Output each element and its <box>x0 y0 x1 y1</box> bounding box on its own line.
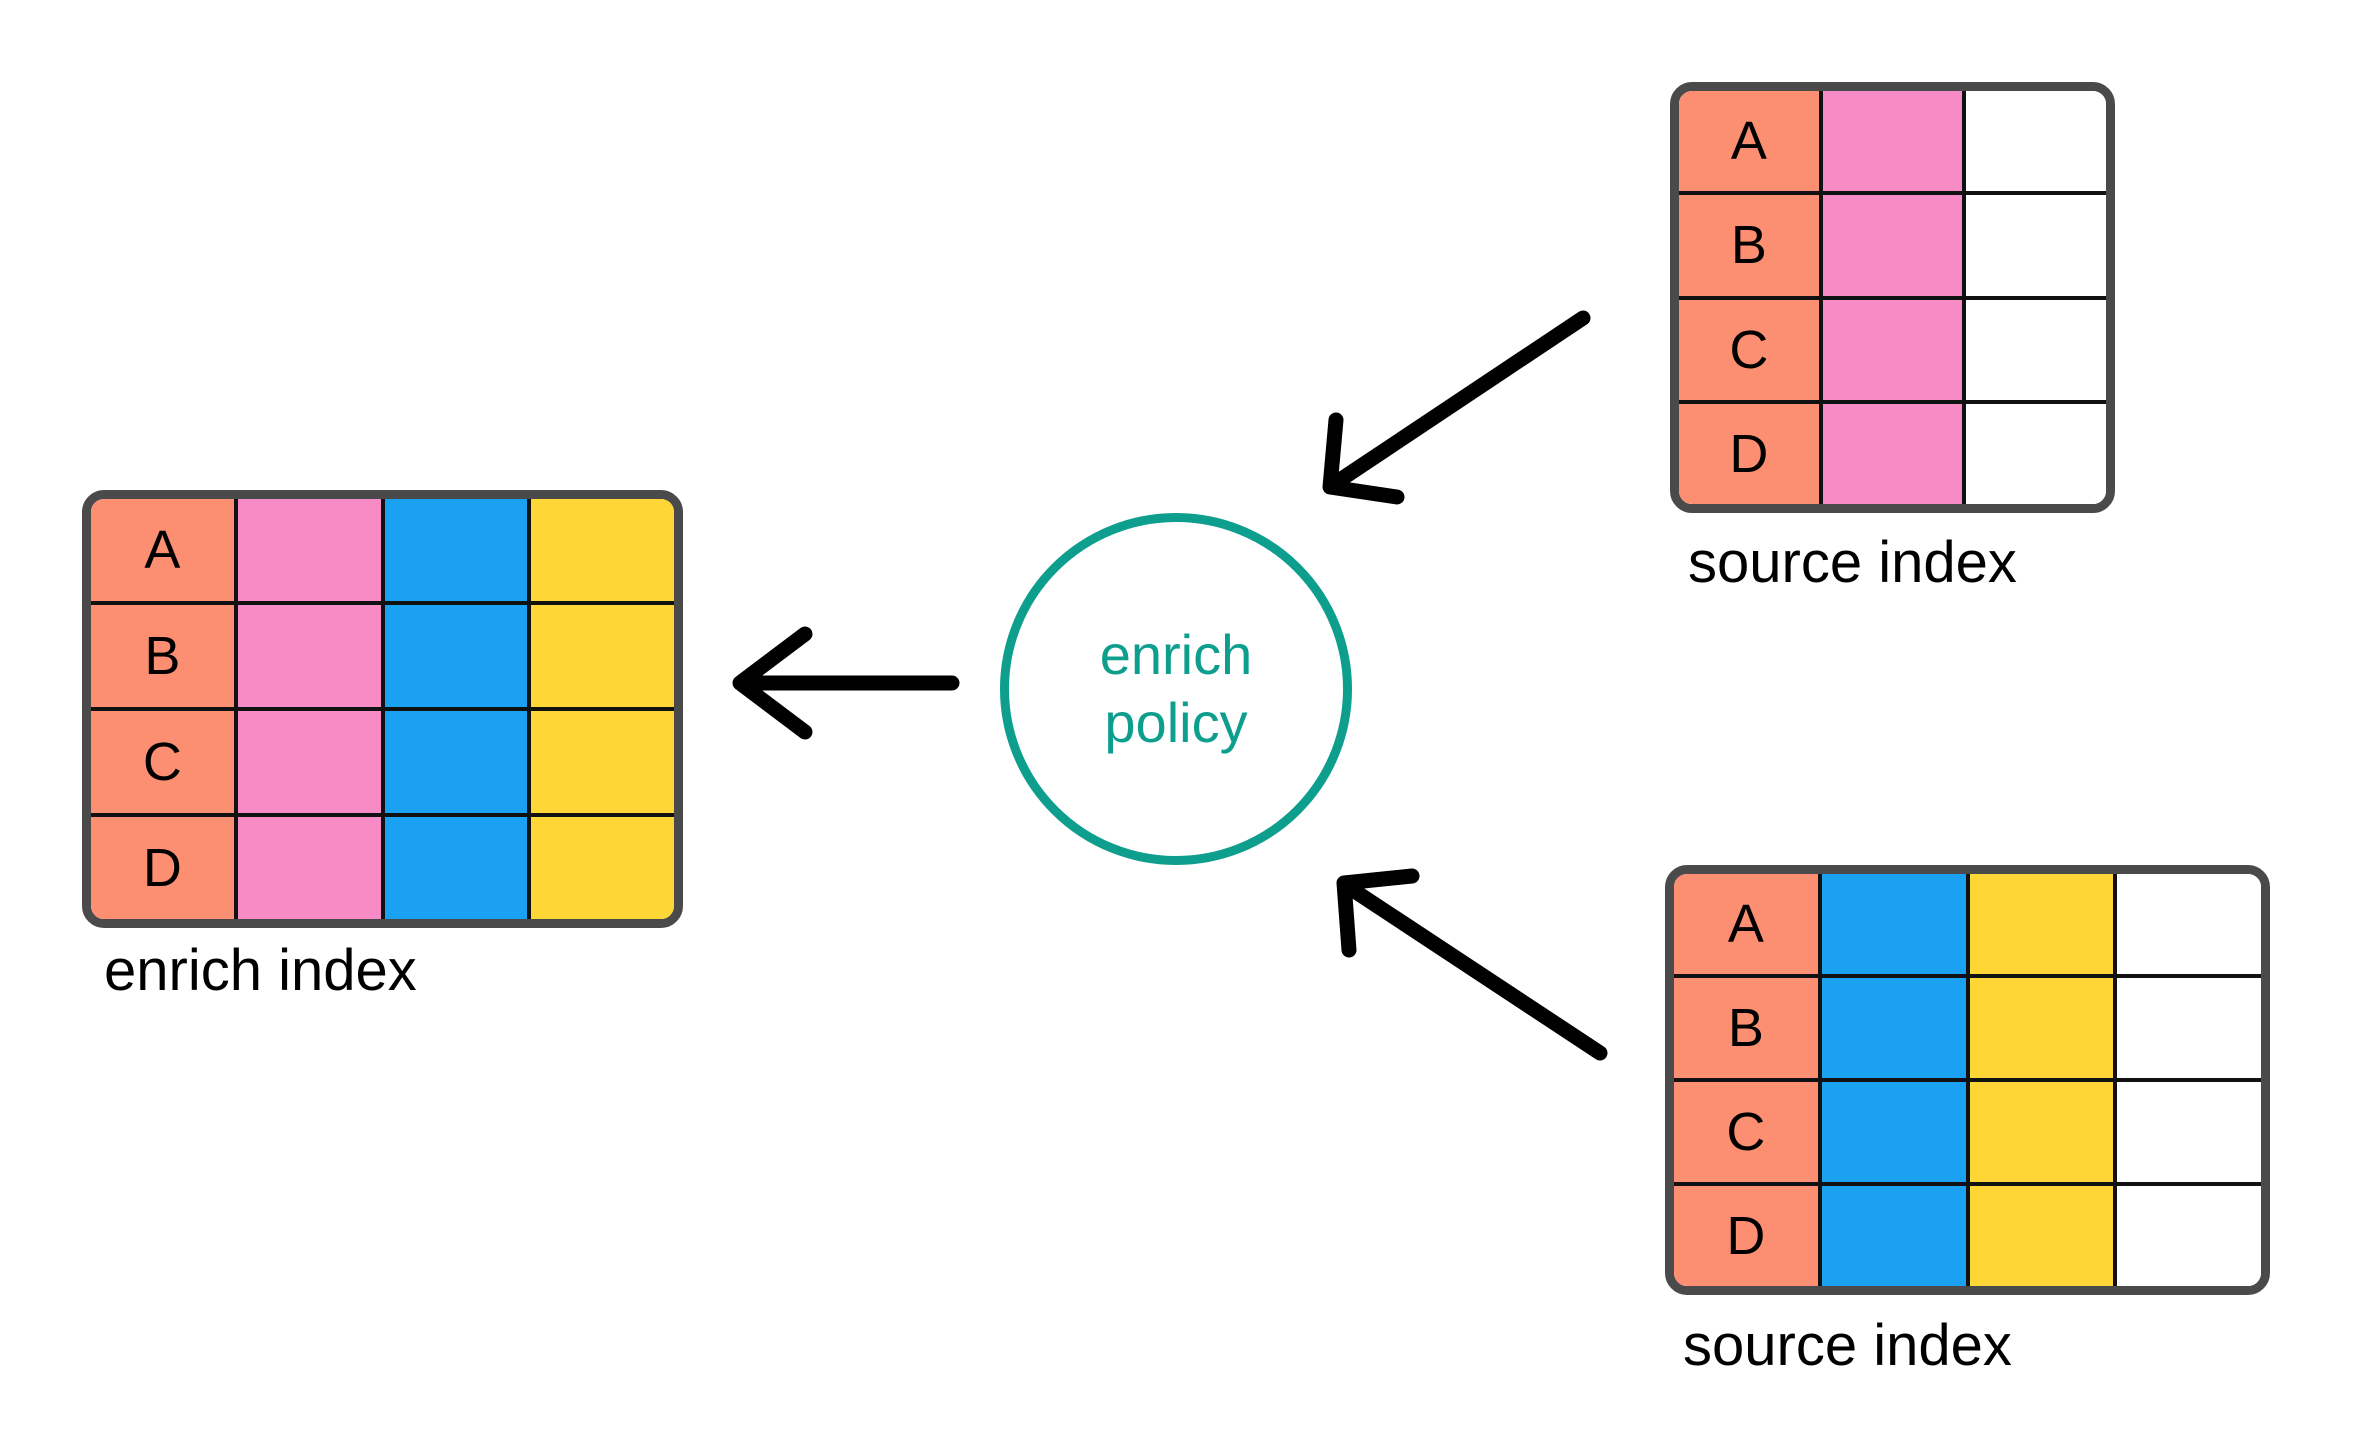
table-row: A <box>1674 874 2261 978</box>
enrich-policy-label: enrich policy <box>1099 622 1253 754</box>
table-cell-value <box>1966 91 2106 192</box>
table-cell-value <box>1969 874 2118 974</box>
table-cell-value <box>384 711 532 813</box>
source-index-top-caption: source index <box>1688 530 2017 595</box>
table-row: A <box>1679 91 2106 196</box>
table-cell-value <box>1822 195 1967 296</box>
arrow-top-source-to-policy <box>1322 310 1591 505</box>
table-cell-value <box>1969 1186 2118 1286</box>
table-cell-key: A <box>1679 91 1823 192</box>
table-cell-value <box>1966 195 2106 296</box>
table-cell-value <box>1966 403 2106 504</box>
table-row: D <box>1679 403 2106 504</box>
table-cell-value <box>1822 91 1967 192</box>
table-row: B <box>91 605 674 711</box>
table-cell-value <box>2117 1082 2261 1182</box>
table-cell-key: A <box>91 499 238 601</box>
enrich-index-caption: enrich index <box>104 938 417 1003</box>
source-index-bottom-caption: source index <box>1683 1313 2012 1378</box>
table-cell-key: A <box>1674 874 1822 974</box>
table-row: B <box>1674 978 2261 1082</box>
table-cell-key: B <box>1674 978 1822 1078</box>
table-cell-value <box>1821 1082 1970 1182</box>
table-cell-value <box>237 499 385 601</box>
table-cell-value <box>1821 1186 1970 1286</box>
table-cell-value <box>1969 978 2118 1078</box>
table-cell-value <box>2117 874 2261 974</box>
table-cell-value <box>1969 1082 2118 1182</box>
table-cell-key: C <box>1674 1082 1822 1182</box>
table-cell-value <box>2117 1186 2261 1286</box>
table-cell-value <box>237 605 385 707</box>
table-cell-key: D <box>1679 403 1823 504</box>
table-row: A <box>91 499 674 605</box>
table-cell-key: D <box>91 817 238 919</box>
table-cell-key: B <box>1679 195 1823 296</box>
table-cell-value <box>1822 299 1967 400</box>
enrich-policy-node[interactable]: enrich policy <box>1000 513 1352 865</box>
table-cell-value <box>384 499 532 601</box>
table-cell-key: B <box>91 605 238 707</box>
table-cell-value <box>1822 403 1967 504</box>
table-cell-key: D <box>1674 1186 1822 1286</box>
table-cell-key: C <box>91 711 238 813</box>
table-cell-value <box>531 711 674 813</box>
table-cell-value <box>531 499 674 601</box>
table-cell-value <box>237 817 385 919</box>
table-row: D <box>1674 1186 2261 1286</box>
arrow-bottom-source-to-policy <box>1336 868 1608 1061</box>
table-cell-value <box>384 605 532 707</box>
table-cell-value <box>2117 978 2261 1078</box>
table-cell-value <box>1821 874 1970 974</box>
table-row: D <box>91 817 674 919</box>
table-cell-value <box>237 711 385 813</box>
table-cell-value <box>1966 299 2106 400</box>
table-cell-value <box>531 817 674 919</box>
table-row: B <box>1679 195 2106 300</box>
table-cell-key: C <box>1679 299 1823 400</box>
table-cell-value <box>384 817 532 919</box>
table-row: C <box>1674 1082 2261 1186</box>
table-cell-value <box>531 605 674 707</box>
arrow-policy-to-enrich-index <box>732 626 960 740</box>
table-row: C <box>1679 299 2106 404</box>
table-cell-value <box>1821 978 1970 1078</box>
table-row: C <box>91 711 674 817</box>
